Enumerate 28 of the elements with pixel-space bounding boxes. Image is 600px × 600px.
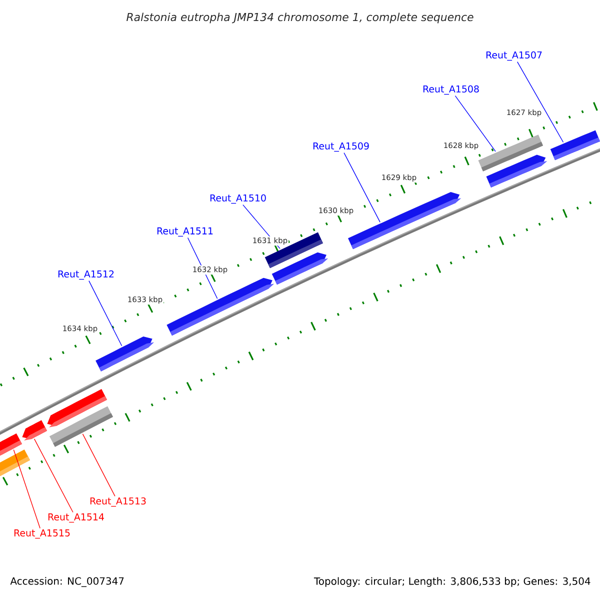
leader-line	[82, 434, 116, 497]
gene-block	[486, 154, 548, 188]
accession-text: Accession: NC_007347	[10, 577, 124, 587]
gene-label: Reut_A1508	[423, 85, 479, 95]
gene-label: Reut_A1511	[157, 227, 213, 237]
gene-label: Reut_A1513	[90, 497, 146, 507]
gene-block	[49, 406, 113, 447]
gene-block	[166, 278, 274, 336]
gene-label: Reut_A1507	[486, 51, 542, 61]
gene-block	[272, 252, 328, 285]
leader-line	[88, 280, 122, 346]
leader-line	[454, 95, 496, 152]
gene-block	[550, 130, 600, 160]
leader-line	[344, 152, 380, 223]
leader-line	[13, 449, 40, 529]
leader-line	[516, 61, 564, 143]
gene-label: Reut_A1515	[14, 529, 70, 539]
summary-text: Topology: circular; Length: 3,806,533 bp; Genes: 3,504	[314, 577, 590, 587]
gene-block	[96, 336, 154, 372]
leader-line	[34, 438, 74, 513]
gene-block	[0, 433, 22, 456]
gene-block	[0, 450, 30, 476]
gene-block	[22, 420, 47, 441]
gene-label: Reut_A1509	[313, 142, 369, 152]
gene-label: Reut_A1512	[58, 270, 114, 280]
title: Ralstonia eutropha JMP134 chromosome 1, complete sequence	[126, 12, 474, 24]
gene-label: Reut_A1510	[210, 194, 266, 204]
gene-label: Reut_A1514	[48, 513, 104, 523]
